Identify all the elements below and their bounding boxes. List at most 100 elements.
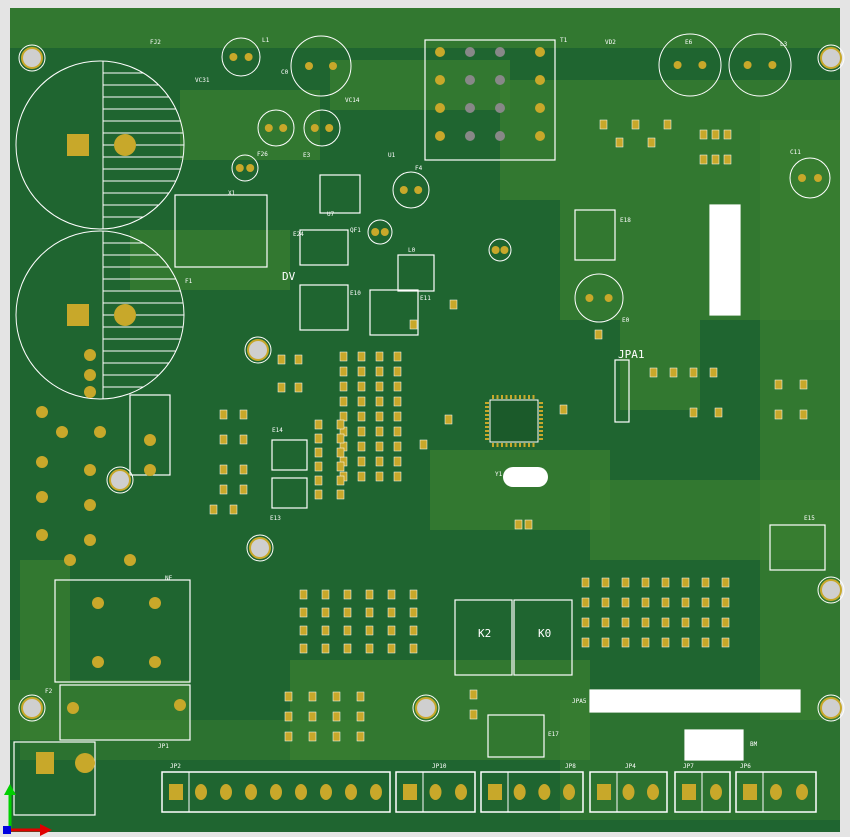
smd-pad (343, 589, 352, 600)
smd-pad (332, 711, 341, 722)
mounting-hole[interactable] (249, 537, 271, 559)
connector-jp4[interactable] (589, 771, 668, 813)
smd-pad (723, 154, 732, 165)
component-outline (454, 599, 513, 676)
smd-pad (339, 396, 348, 407)
mounting-hole[interactable] (820, 697, 842, 719)
pin-pad (796, 784, 808, 800)
component-outline (271, 477, 308, 509)
smd-pad (601, 577, 610, 588)
mounting-hole[interactable] (109, 469, 131, 491)
through-hole-pad (174, 699, 186, 711)
component-outline (290, 35, 352, 97)
smd-pad (581, 617, 590, 628)
pad (371, 228, 380, 236)
through-hole-pad (124, 554, 136, 566)
connector-jp2[interactable] (161, 771, 391, 813)
mounting-hole-ring (412, 694, 440, 722)
mounting-hole-ring (18, 694, 46, 722)
designator-vc14: VC14 (345, 97, 360, 104)
mounting-hole-ring (817, 576, 845, 604)
designator-l3: L3 (780, 41, 788, 48)
mounting-hole[interactable] (21, 47, 43, 69)
smd-pad (524, 519, 533, 530)
smd-pad (409, 319, 418, 330)
chip-pin (539, 402, 543, 404)
smd-pad (314, 489, 323, 500)
smd-pad (343, 643, 352, 654)
smd-pad (774, 379, 783, 390)
chip-pin (523, 443, 526, 447)
through-hole-pad (67, 702, 79, 714)
connector-jp8[interactable] (480, 771, 584, 813)
designator-jp10: JP10 (432, 763, 447, 770)
smd-pad (219, 484, 228, 495)
smd-pad (336, 489, 345, 500)
smd-pad (469, 709, 478, 720)
smd-pad (681, 617, 690, 628)
mounting-hole[interactable] (820, 579, 842, 601)
chip-pin (485, 402, 489, 404)
mounting-hole[interactable] (247, 339, 269, 361)
connector-jp10[interactable] (395, 771, 476, 813)
through-hole-pad (92, 597, 104, 609)
smd-pad (375, 456, 384, 467)
smd-pad (336, 461, 345, 472)
square-pad (67, 134, 89, 156)
smd-pad (299, 607, 308, 618)
smd-pad (601, 597, 610, 608)
designator-e6: E6 (685, 39, 693, 46)
smd-pad (469, 689, 478, 700)
pad (743, 61, 752, 69)
designator-c11: C11 (790, 149, 801, 156)
smd-pad (321, 607, 330, 618)
smd-pad (594, 329, 603, 340)
smd-pad (393, 396, 402, 407)
smd-pad (321, 589, 330, 600)
component-outline (54, 579, 191, 683)
mounting-hole[interactable] (415, 697, 437, 719)
smd-pad (393, 411, 402, 422)
smd-pad (365, 589, 374, 600)
chip-pin (528, 443, 530, 447)
smd-pad (284, 731, 293, 742)
pad (279, 124, 288, 132)
connector-jp6[interactable] (735, 771, 817, 813)
mounting-hole[interactable] (21, 697, 43, 719)
designator-k2: K2 (478, 627, 491, 640)
smd-pad (219, 434, 228, 445)
chip-pin (539, 418, 543, 420)
mounting-hole[interactable] (820, 47, 842, 69)
pin-pad (220, 784, 232, 800)
smd-pad (663, 119, 672, 130)
pad (305, 62, 313, 70)
designator-e11: E11 (420, 295, 431, 302)
component-outline (789, 157, 831, 199)
designator-dv: DV (282, 270, 296, 283)
designator-jpa1: JPA1 (618, 348, 645, 361)
component-outline (487, 714, 545, 758)
transformer-pad (535, 47, 545, 57)
smd-pad (357, 351, 366, 362)
designator-e10: E10 (350, 290, 361, 297)
transformer-pad (495, 47, 505, 57)
component-outline (369, 289, 419, 336)
chip-pin (510, 395, 512, 399)
mounting-hole-ring (817, 694, 845, 722)
smd-pad (393, 426, 402, 437)
smd-pad (669, 367, 678, 378)
pin-pad (295, 784, 307, 800)
pad (325, 124, 334, 132)
chip-pin (485, 418, 489, 420)
square-pad (67, 304, 89, 326)
smd-pad (277, 354, 286, 365)
smd-pad (314, 419, 323, 430)
chip-pin (532, 443, 535, 447)
pin-1-pad (403, 784, 417, 800)
designator-k0: K0 (538, 627, 551, 640)
chip-pin (496, 443, 499, 447)
chip-pin (485, 438, 489, 440)
